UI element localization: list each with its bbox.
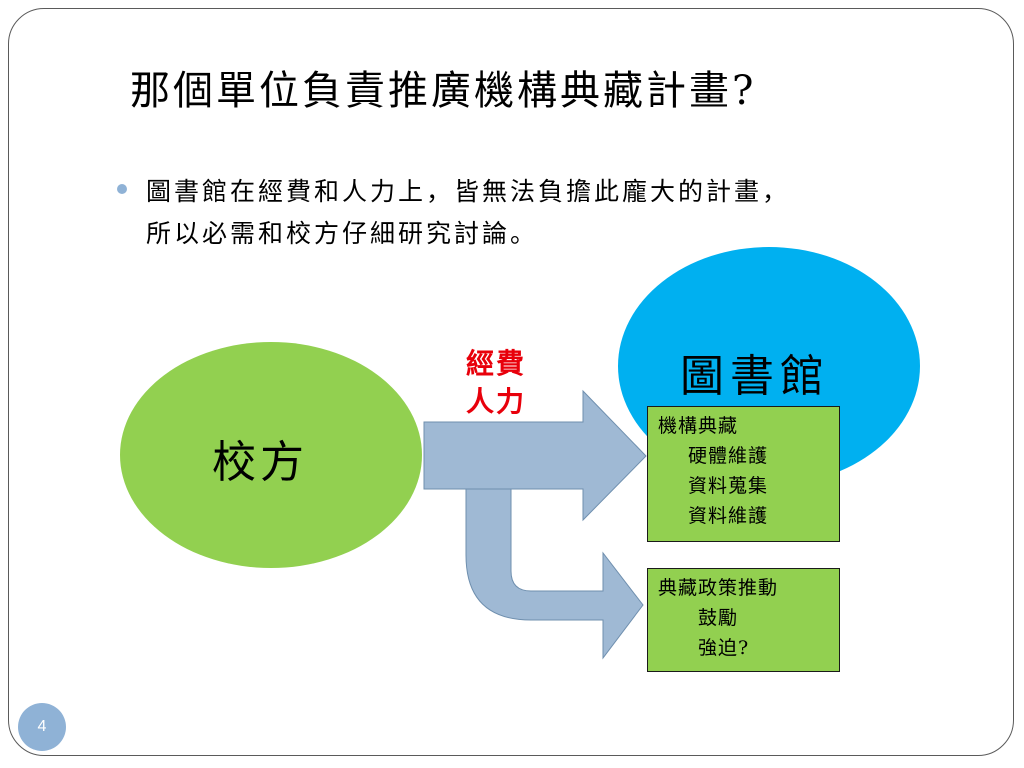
school-label: 校方 bbox=[212, 437, 308, 488]
straight-arrow bbox=[423, 389, 647, 522]
funding-label: 經費 bbox=[466, 347, 527, 380]
box-heading: 機構典藏 bbox=[658, 415, 739, 437]
box-heading: 典藏政策推動 bbox=[658, 577, 779, 599]
box-item: 資料蒐集 bbox=[688, 475, 769, 497]
page-number-badge: 4 bbox=[18, 703, 66, 751]
library-label: 圖書館 bbox=[680, 351, 830, 402]
manpower-label: 人力 bbox=[466, 385, 527, 418]
box-item: 強迫? bbox=[698, 637, 750, 659]
bent-arrow bbox=[465, 486, 644, 660]
policy-promotion-box: 典藏政策推動 鼓勵 強迫? bbox=[647, 568, 840, 672]
school-ellipse bbox=[120, 342, 422, 568]
bullet-icon bbox=[117, 184, 127, 194]
bullet-text-line-2: 所以必需和校方仔細研究討論。 bbox=[146, 219, 539, 248]
bullet-text-line-1: 圖書館在經費和人力上，皆無法負擔此龐大的計畫， bbox=[146, 177, 791, 206]
box-item: 鼓勵 bbox=[698, 607, 739, 629]
box-item: 硬體維護 bbox=[688, 445, 769, 467]
slide-title: 那個單位負責推廣機構典藏計畫? bbox=[130, 68, 757, 114]
box-item: 資料維護 bbox=[688, 505, 769, 527]
repository-tasks-box: 機構典藏 硬體維護 資料蒐集 資料維護 bbox=[647, 406, 840, 542]
